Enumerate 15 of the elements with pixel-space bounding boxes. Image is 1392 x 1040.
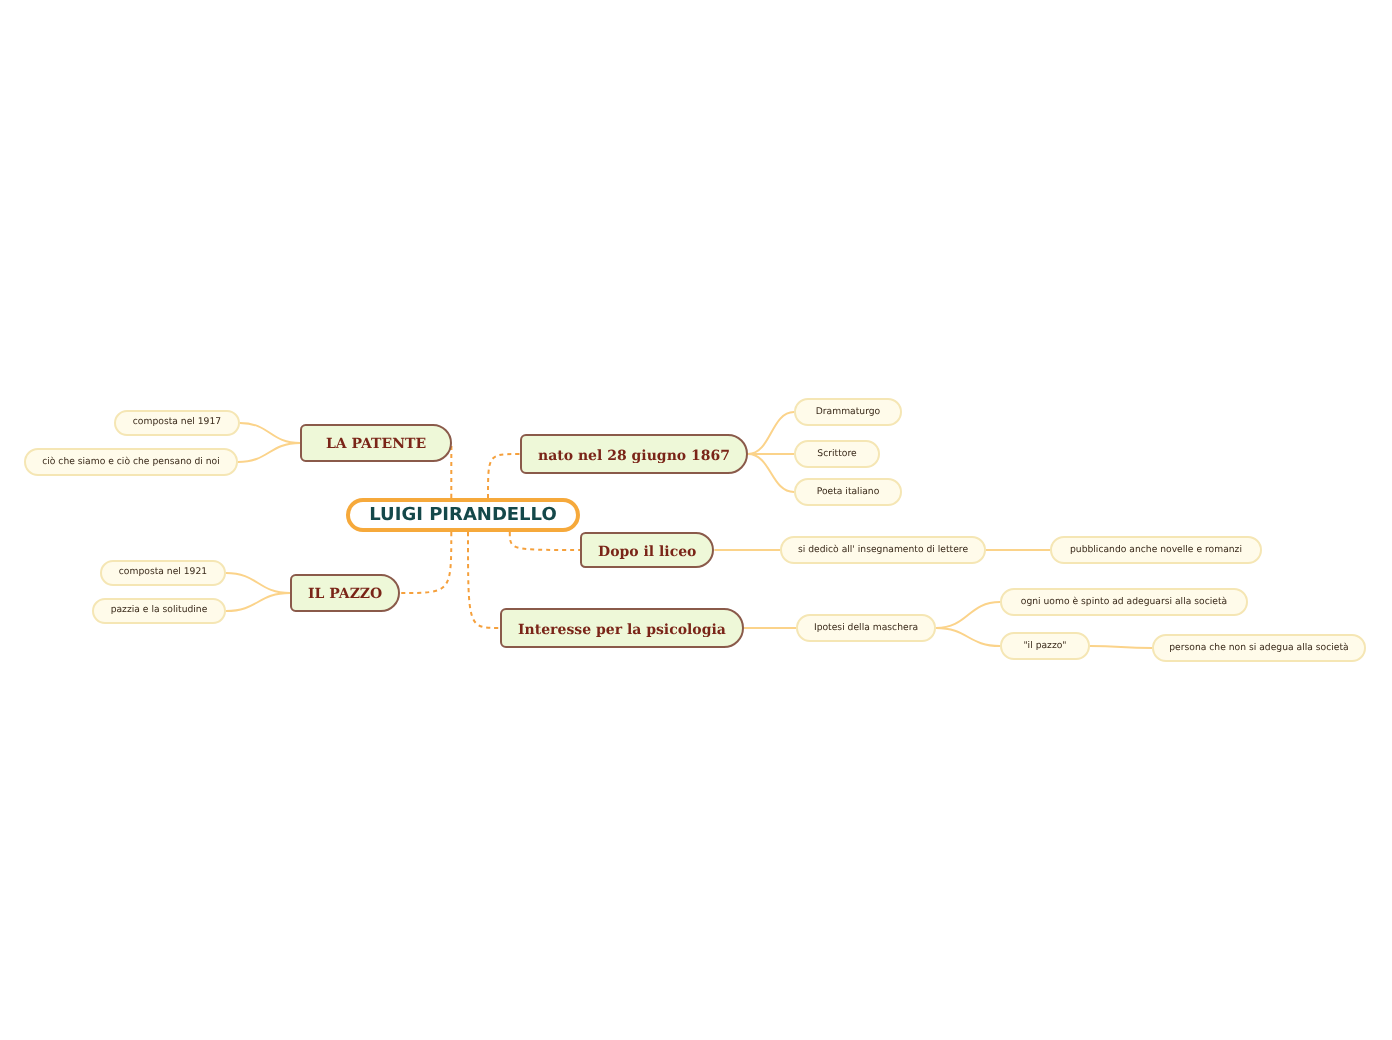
connector [237,442,301,463]
connector [747,453,795,493]
central-topic: LUIGI PIRANDELLO [346,498,580,532]
connector [487,453,521,499]
connector [508,531,581,551]
connector [742,627,797,629]
connector [1089,645,1153,649]
connector [935,627,1001,647]
connector [747,453,795,455]
connector [467,531,501,629]
connector [399,531,453,594]
connector [747,411,795,455]
connector [713,549,781,551]
connector [225,592,291,612]
connector [985,549,1051,551]
